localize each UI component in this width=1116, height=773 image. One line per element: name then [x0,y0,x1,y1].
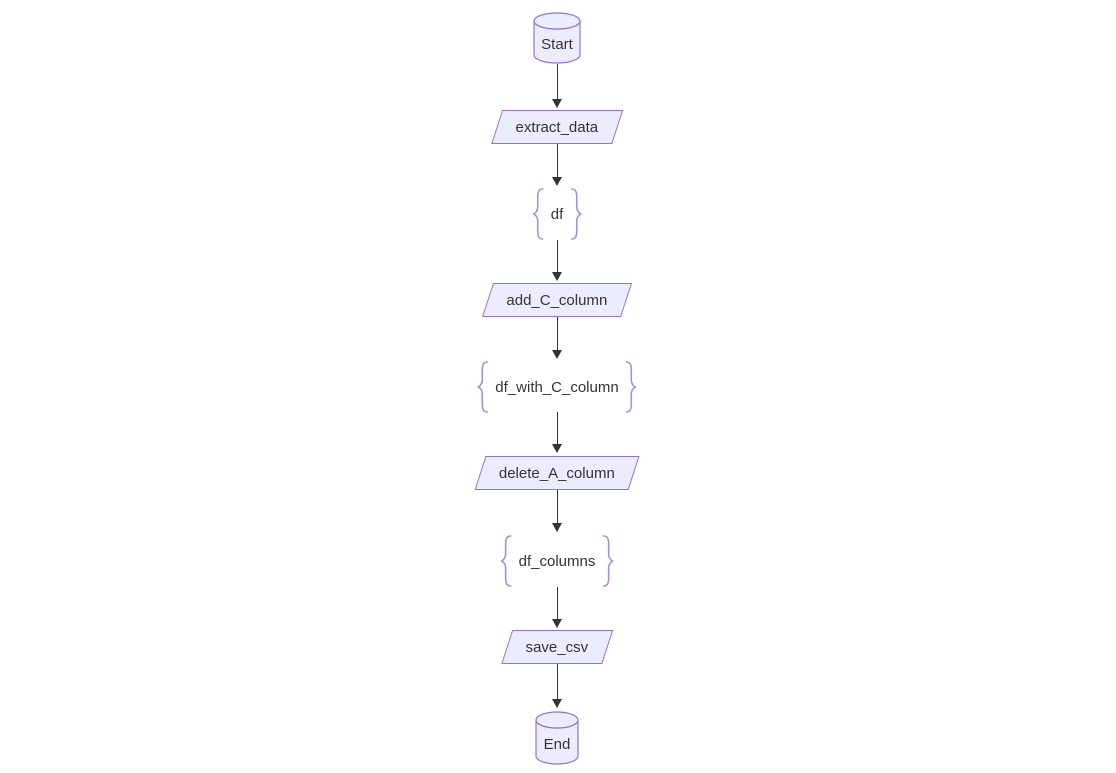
edge-line [556,317,558,351]
cylinder-shape-icon [535,711,579,765]
node-extract-data-label: extract_data [515,118,599,136]
node-add-c-column: add_C_column [482,283,632,317]
right-brace-icon [625,361,637,413]
node-save-csv-label: save_csv [525,638,589,656]
node-extract-data: extract_data [491,110,623,144]
node-start: Start [533,12,581,64]
edge-df-add_C_column [552,240,562,281]
arrowhead-icon [552,99,562,108]
edge-line [556,664,558,700]
node-df-columns: df_columns [500,535,614,587]
edge-df_columns-save_csv [552,587,562,628]
edge-delete_A_column-df_columns [552,490,562,532]
left-brace-icon [477,361,489,413]
node-add-c-column-label: add_C_column [506,291,608,309]
left-brace-icon [532,188,544,240]
edge-add_C_column-df_with_C_column [552,317,562,359]
edge-line [556,64,558,100]
node-delete-a-column-label: delete_A_column [499,464,615,482]
edge-line [556,144,558,178]
edge-save_csv-end [552,664,562,708]
node-df-with-c-column-label: df_with_C_column [495,378,619,396]
cylinder-shape-icon [533,12,581,64]
node-delete-a-column: delete_A_column [474,456,640,490]
arrowhead-icon [552,699,562,708]
node-df-label: df [550,205,564,223]
edge-start-extract_data [552,64,562,108]
arrowhead-icon [552,177,562,186]
node-end: End [535,711,579,765]
edge-line [556,490,558,524]
left-brace-icon [500,535,512,587]
node-df-columns-label: df_columns [518,552,596,570]
arrowhead-icon [552,444,562,453]
right-brace-icon [570,188,582,240]
node-df-with-c-column: df_with_C_column [477,361,637,413]
arrowhead-icon [552,272,562,281]
arrowhead-icon [552,619,562,628]
node-end-label: End [543,735,571,753]
edge-line [556,240,558,273]
edge-extract_data-df [552,144,562,186]
edge-line [556,412,558,445]
right-brace-icon [602,535,614,587]
node-start-label: Start [541,35,573,53]
edge-df_with_C_column-delete_A_column [552,412,562,453]
edge-line [556,587,558,620]
arrowhead-icon [552,523,562,532]
node-save-csv: save_csv [501,630,613,664]
arrowhead-icon [552,350,562,359]
node-df: df [532,188,582,240]
